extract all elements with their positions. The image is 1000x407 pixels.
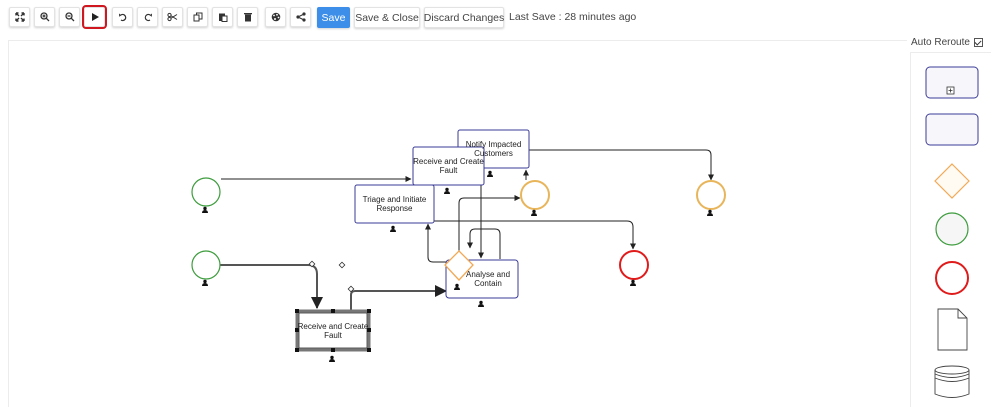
last-save-status: Last Save : 28 minutes ago: [509, 11, 637, 23]
shape-palette: [910, 52, 991, 407]
palette-icon: [271, 12, 280, 22]
scissors-icon: [167, 12, 178, 22]
redo-button[interactable]: [137, 7, 158, 27]
undo-button[interactable]: [112, 7, 133, 27]
undo-icon: [118, 13, 126, 22]
save-button[interactable]: Save: [317, 7, 350, 28]
play-icon: [91, 13, 99, 21]
expand-icon: [14, 12, 25, 22]
share-button[interactable]: [290, 7, 311, 27]
share-icon: [295, 12, 306, 22]
task-triage-label: Triage and Initiate Response: [362, 195, 427, 213]
delete-button[interactable]: [237, 7, 258, 27]
cut-button[interactable]: [162, 7, 183, 27]
trash-icon: [243, 13, 252, 22]
task-notify-label: Notify Impacted Customers: [465, 140, 522, 158]
toolbar: Save Save & Close Discard Changes Last S…: [0, 0, 1000, 36]
task-receive-selected-label: Receive and Create Fault: [297, 321, 369, 340]
fit-to-screen-button[interactable]: [9, 7, 30, 27]
zoom-out-button[interactable]: [59, 7, 80, 27]
paste-icon: [218, 13, 227, 22]
discard-changes-button[interactable]: Discard Changes: [424, 7, 504, 28]
diagram-canvas[interactable]: [8, 40, 907, 407]
copy-button[interactable]: [187, 7, 208, 27]
auto-reroute-checkbox[interactable]: [973, 38, 983, 47]
auto-reroute-toggle[interactable]: Auto Reroute: [911, 37, 983, 48]
auto-reroute-label: Auto Reroute: [911, 37, 970, 48]
redo-icon: [144, 13, 152, 22]
task-analyse-label: Analyse and Contain: [465, 270, 511, 288]
save-close-button[interactable]: Save & Close: [354, 7, 420, 28]
copy-icon: [193, 12, 202, 22]
play-button[interactable]: [82, 5, 107, 29]
zoom-in-icon: [39, 12, 49, 22]
task-receive-top-label: Receive and Create Fault: [413, 157, 484, 175]
zoom-in-button[interactable]: [34, 7, 55, 27]
palette-button[interactable]: [265, 7, 286, 27]
zoom-out-icon: [64, 12, 74, 22]
paste-button[interactable]: [212, 7, 233, 27]
